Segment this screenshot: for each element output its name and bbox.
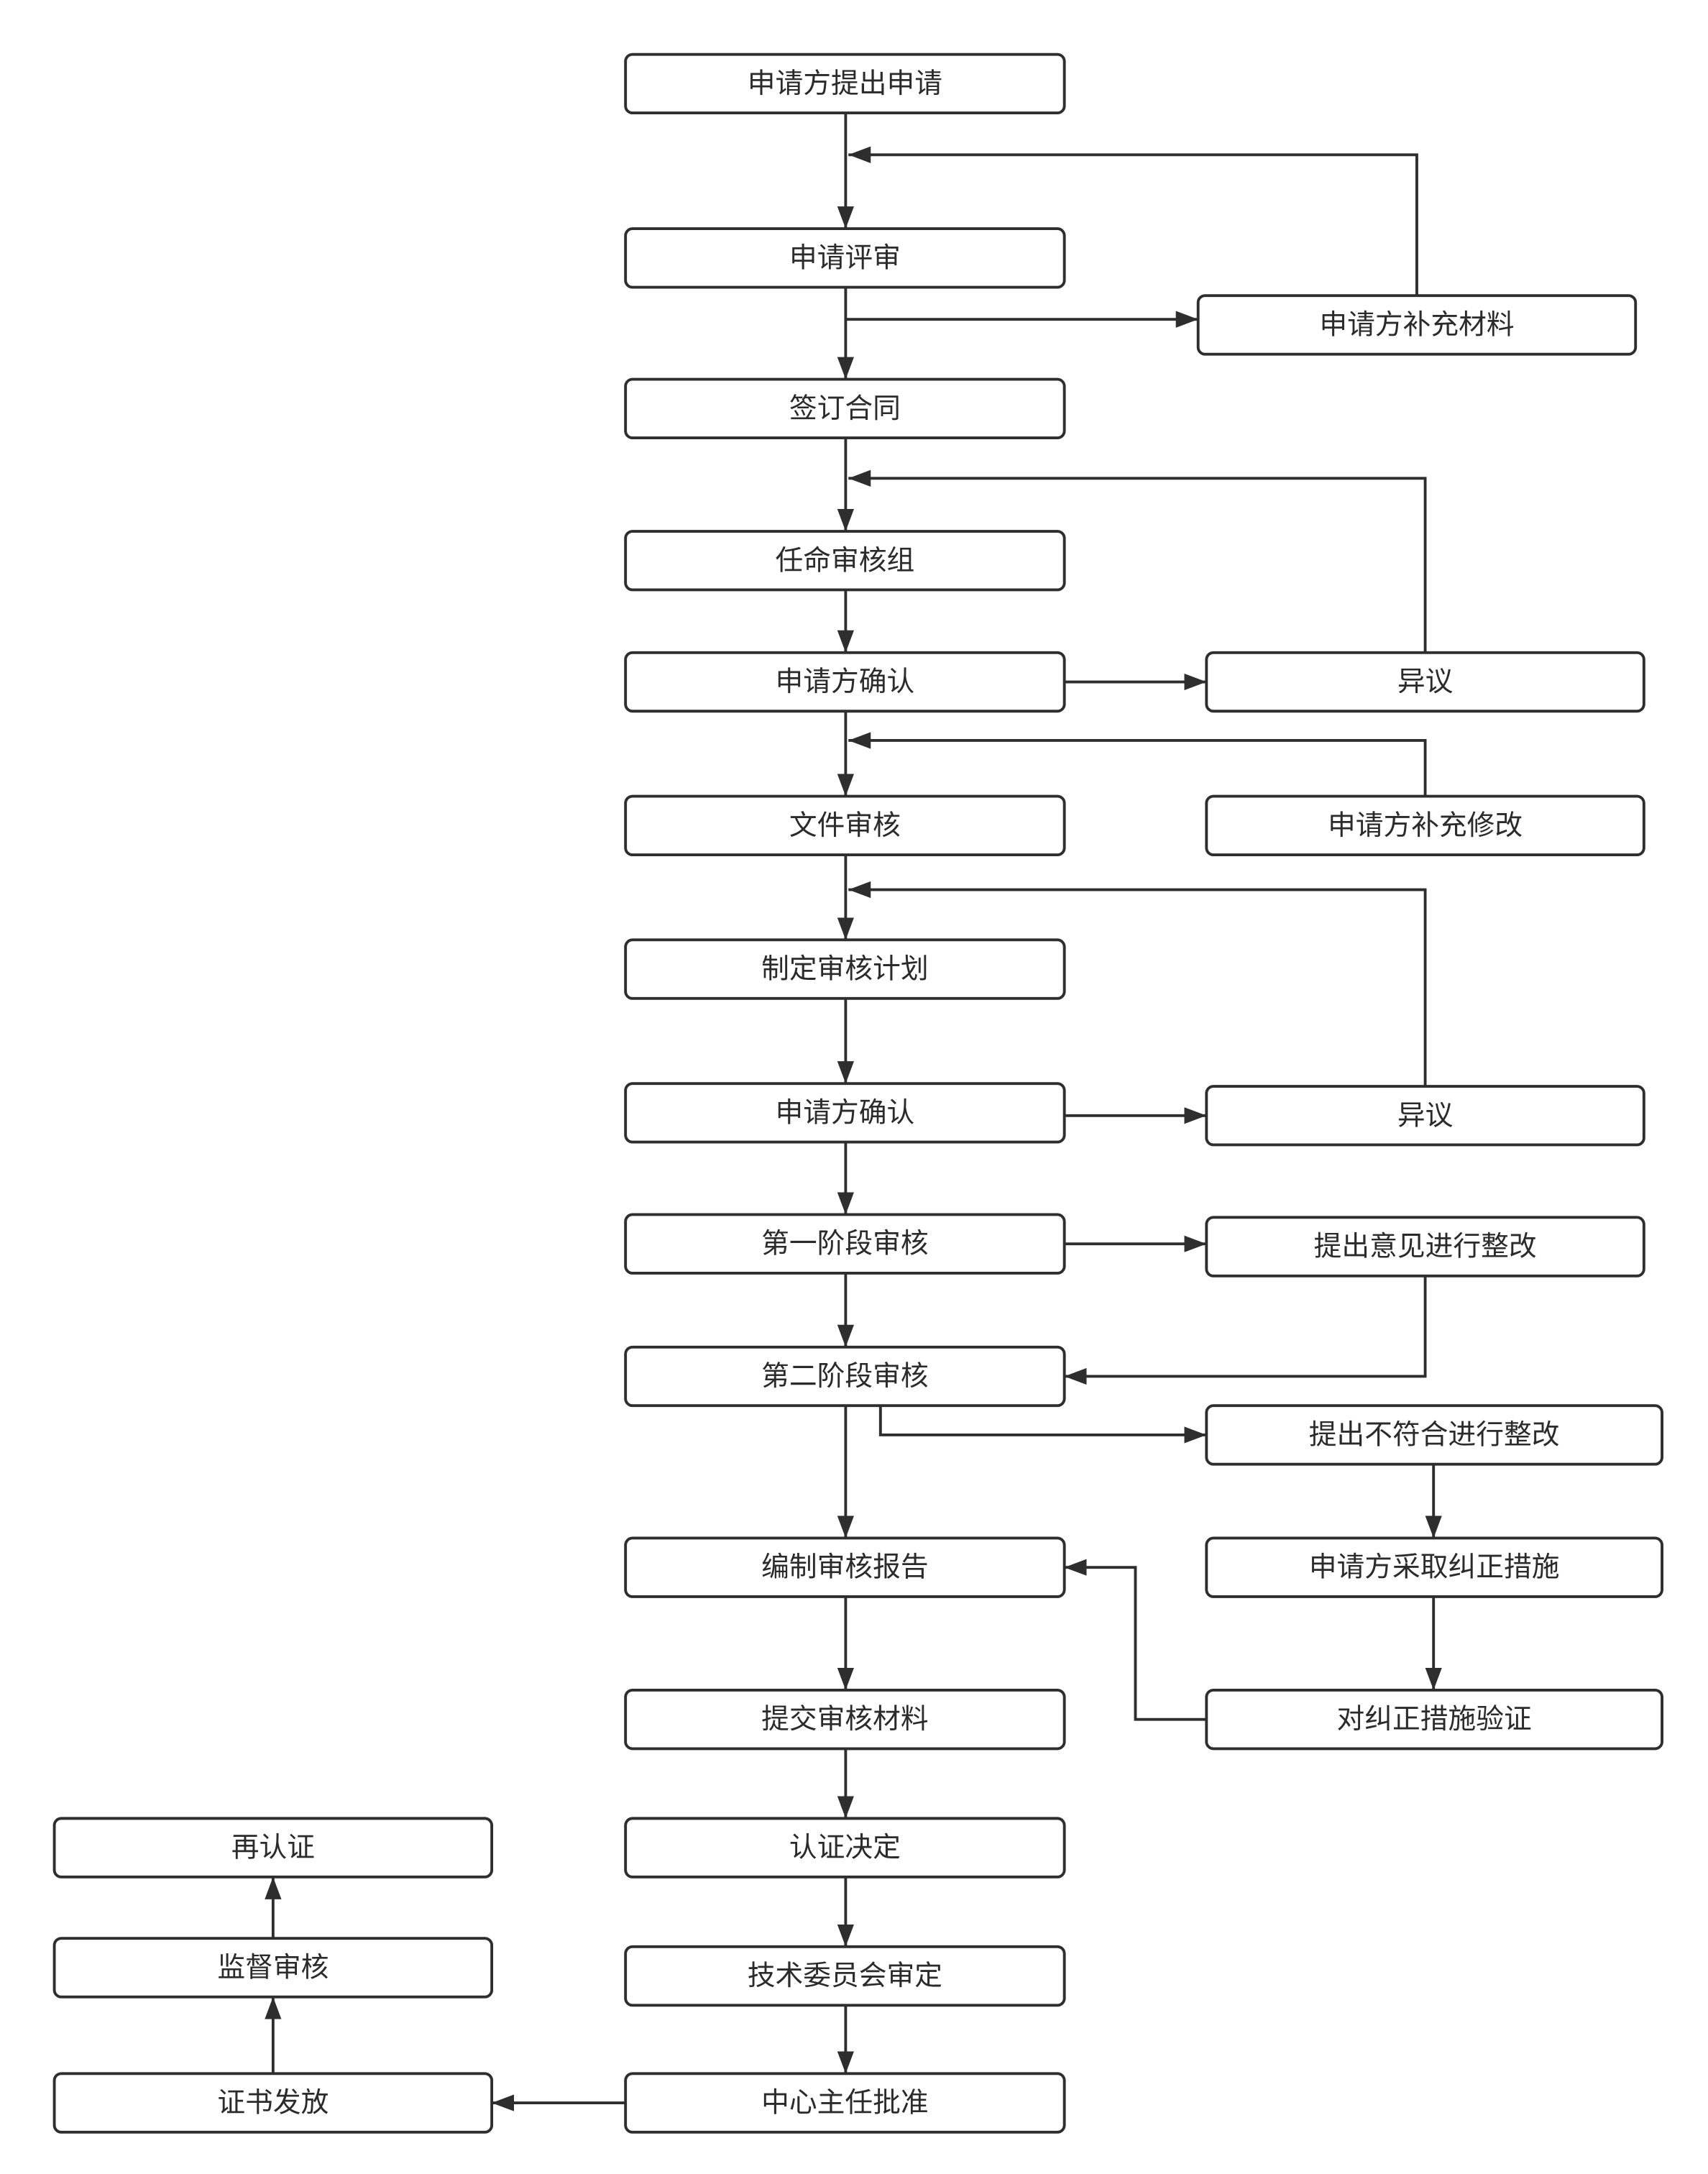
branch-flow: 申请方补充材料 异议 申请方补充修改 异议 提出意见进行整改 提出不符合进行整改… [1196,294,1663,1751]
step-appoint-audit-team: 任命审核组 [624,530,1066,592]
branch-objection-2: 异议 [1205,1085,1645,1147]
branch-supplement-revision: 申请方补充修改 [1205,794,1645,856]
connectors [265,111,1442,2111]
branch-label: 申请方采取纠正措施 [1309,1551,1560,1584]
branch-corrective-action: 申请方采取纠正措施 [1205,1536,1663,1598]
branch-label: 提出不符合进行整改 [1309,1418,1560,1451]
arrow-revision-back [848,732,1427,797]
step-label: 第二阶段审核 [761,1360,929,1393]
step-label: 中心主任批准 [761,2087,929,2119]
post-certificate-issue: 证书发放 [52,2072,494,2134]
step-audit-report: 编制审核报告 [624,1536,1066,1598]
arrow-verification-to-report [1064,1559,1207,1721]
arrow-stage2-to-nonconformity [878,1405,1207,1444]
post-recertification: 再认证 [52,1817,494,1879]
branch-label: 异议 [1397,1099,1454,1132]
step-application-review: 申请评审 [624,227,1066,289]
post-certification-flow: 证书发放 监督审核 再认证 [52,1817,494,2134]
step-label: 编制审核报告 [761,1551,929,1584]
step-label: 申请方确认 [776,1096,915,1129]
step-label: 认证决定 [789,1832,901,1864]
step-label: 签订合同 [789,393,901,425]
arrow-supplement-back-to-review [848,146,1418,296]
step-submit-materials: 提交审核材料 [624,1688,1066,1751]
post-label: 再认证 [231,1832,315,1864]
step-director-approval: 中心主任批准 [624,2072,1066,2134]
step-label: 任命审核组 [776,544,915,577]
branch-objection-1: 异议 [1205,651,1645,713]
branch-supplement-materials: 申请方补充材料 [1196,294,1638,356]
step-label: 第一阶段审核 [761,1228,929,1260]
step-audit-plan: 制定审核计划 [624,938,1066,1000]
branch-rectify-comments: 提出意见进行整改 [1205,1216,1645,1278]
branch-label: 异议 [1397,666,1454,698]
step-label: 申请方提出申请 [748,68,942,100]
step-label: 技术委员会审定 [748,1960,942,1992]
arrow-rectify-to-stage2 [1064,1275,1427,1385]
step-applicant-confirm-1: 申请方确认 [624,651,1066,713]
branch-nonconformity-rectify: 提出不符合进行整改 [1205,1404,1663,1466]
step-applicant-confirm-2: 申请方确认 [624,1082,1066,1144]
step-label: 文件审核 [789,809,901,842]
post-label: 监督审核 [217,1951,329,1983]
arrow-objection2-back [848,881,1427,1087]
branch-label: 对纠正措施验证 [1337,1703,1532,1735]
step-apply: 申请方提出申请 [624,52,1066,115]
step-sign-contract: 签订合同 [624,377,1066,440]
arrow-objection1-back [848,469,1427,653]
step-document-review: 文件审核 [624,794,1066,856]
post-surveillance-audit: 监督审核 [52,1937,494,1999]
branch-label: 申请方补充材料 [1319,308,1514,341]
step-certification-decision: 认证决定 [624,1817,1066,1879]
step-stage2-audit: 第二阶段审核 [624,1345,1066,1408]
step-committee-review: 技术委员会审定 [624,1945,1066,2007]
post-label: 证书发放 [217,2087,329,2119]
step-label: 制定审核计划 [761,953,929,986]
step-stage1-audit: 第一阶段审核 [624,1213,1066,1275]
branch-label: 申请方补充修改 [1328,809,1523,842]
main-flow: 申请方提出申请 申请评审 签订合同 任命审核组 申请方确认 文件审核 制定审核计… [624,52,1066,2134]
branch-corrective-verification: 对纠正措施验证 [1205,1688,1663,1751]
step-label: 提交审核材料 [761,1703,929,1735]
step-label: 申请评审 [789,242,901,274]
step-label: 申请方确认 [776,666,915,698]
branch-label: 提出意见进行整改 [1314,1231,1537,1263]
